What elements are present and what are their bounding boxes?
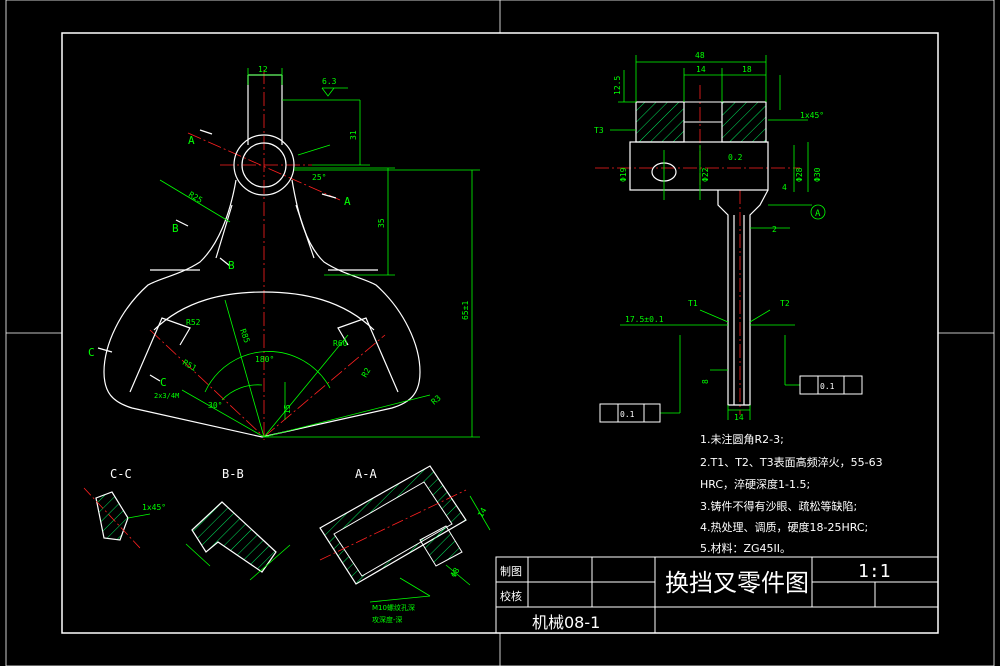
side-outline [629, 141, 769, 406]
side-tol-left: 0.1 [620, 410, 635, 419]
side-centerlines [595, 85, 800, 415]
side-dim-17-5: 17.5±0.1 [625, 315, 664, 324]
side-dim-t3: T3 [594, 126, 604, 135]
note-4: 3.铸件不得有沙眼、疏松等缺陷; [700, 499, 857, 513]
front-dim-25deg: 25° [312, 173, 326, 182]
side-dim-48: 48 [695, 51, 705, 60]
front-dim-r2: R2 [360, 366, 373, 379]
side-dim-d28: Φ28 [795, 167, 804, 182]
side-dim-d22: Φ22 [701, 167, 710, 182]
aa-note-line1: M10螺纹孔深 [372, 603, 415, 612]
side-tol-right: 0.1 [820, 382, 835, 391]
front-dim-35: 35 [377, 218, 386, 228]
title-drawn-label: 制图 [500, 565, 522, 578]
section-cc: 1x45° [83, 487, 166, 549]
title-block [495, 556, 939, 634]
front-dim-65: 65±1 [461, 301, 470, 320]
section-aa: 14 Φ8 M10螺纹孔深 攻深度-深 [319, 465, 491, 624]
aa-note-line2: 攻深度-深 [372, 615, 403, 624]
side-dim-14: 14 [696, 65, 706, 74]
section-aa-title: A-A [355, 467, 377, 481]
side-view: 48 14 18 12.5 T3 1x45° 0.2 Φ19 Φ22 Φ28 Φ… [594, 51, 863, 423]
note-6: 5.材料：ZG45II。 [700, 541, 791, 555]
section-c-mid: C [160, 376, 167, 389]
front-dim-r51: R51 [181, 358, 198, 373]
front-dim-r85: R85 [238, 328, 251, 345]
section-bb-title: B-B [222, 467, 244, 481]
front-dim-180: 180° [255, 355, 274, 364]
aa-dim-14: 14 [476, 506, 489, 519]
side-dim-14b: 14 [734, 413, 744, 422]
cc-dim-1x45: 1x45° [142, 503, 166, 512]
front-dim-r60: R60 [333, 339, 348, 348]
scale-label: 1:1 [858, 561, 891, 582]
section-b-left: B [172, 222, 179, 235]
tolerance-frames [599, 375, 863, 423]
side-dimension-lines [610, 55, 826, 420]
side-dim-0-2: 0.2 [728, 153, 743, 162]
title-checked-label: 校核 [500, 589, 522, 603]
note-3: HRC，淬硬深度1-1.5; [700, 477, 810, 491]
side-dim-1x45: 1x45° [800, 111, 824, 120]
front-dim-6-3: 6.3 [322, 77, 337, 86]
front-dim-r52: R52 [186, 318, 201, 327]
section-a-top: A [188, 134, 195, 147]
datum-a: A [815, 209, 821, 219]
technical-notes: 1.未注圆角R2-3; 2.T1、T2、T3表面高频淬火，55-63 HRC，淬… [700, 432, 883, 555]
front-centerlines [149, 70, 386, 440]
front-dim-12: 12 [258, 65, 268, 74]
side-dim-4: 4 [782, 183, 787, 192]
side-dim-d19: Φ19 [619, 167, 628, 182]
front-dim-30: 30° [208, 401, 222, 410]
front-dim-31: 31 [349, 130, 358, 140]
note-5: 4.热处理、调质，硬度18-25HRC; [700, 520, 868, 534]
side-hub-hatched [635, 101, 767, 143]
section-c-left: C [88, 346, 95, 359]
aa-dim-d8: Φ8 [449, 566, 462, 579]
front-dimension-lines [159, 68, 480, 438]
section-bb [185, 501, 291, 581]
drawing-number: 机械08-1 [532, 613, 600, 632]
part-title: 换挡叉零件图 [665, 569, 809, 597]
front-view: 12 6.3 31 35 65±1 R25 25° R52 R85 R60 18… [88, 65, 480, 440]
section-a-right: A [344, 195, 351, 208]
side-dim-t2: T2 [780, 299, 790, 308]
front-dim-2x3: 2x3/4M [154, 392, 179, 400]
section-b-mid: B [228, 259, 235, 272]
section-cc-title: C-C [110, 467, 132, 481]
side-dim-2: 2 [772, 225, 777, 234]
front-outline [103, 74, 421, 438]
front-dim-r25: R25 [187, 190, 204, 205]
side-dim-t1: T1 [688, 299, 698, 308]
side-dim-d30: Φ30 [813, 167, 822, 182]
note-1: 1.未注圆角R2-3; [700, 432, 784, 446]
note-2: 2.T1、T2、T3表面高频淬火，55-63 [700, 455, 883, 469]
side-dim-12-5: 12.5 [613, 76, 622, 95]
front-dim-r3: R3 [430, 393, 443, 406]
side-dim-8: 8 [701, 379, 710, 384]
section-arrows [97, 129, 337, 382]
side-dim-18: 18 [742, 65, 752, 74]
front-dim-15: 15 [283, 404, 292, 414]
